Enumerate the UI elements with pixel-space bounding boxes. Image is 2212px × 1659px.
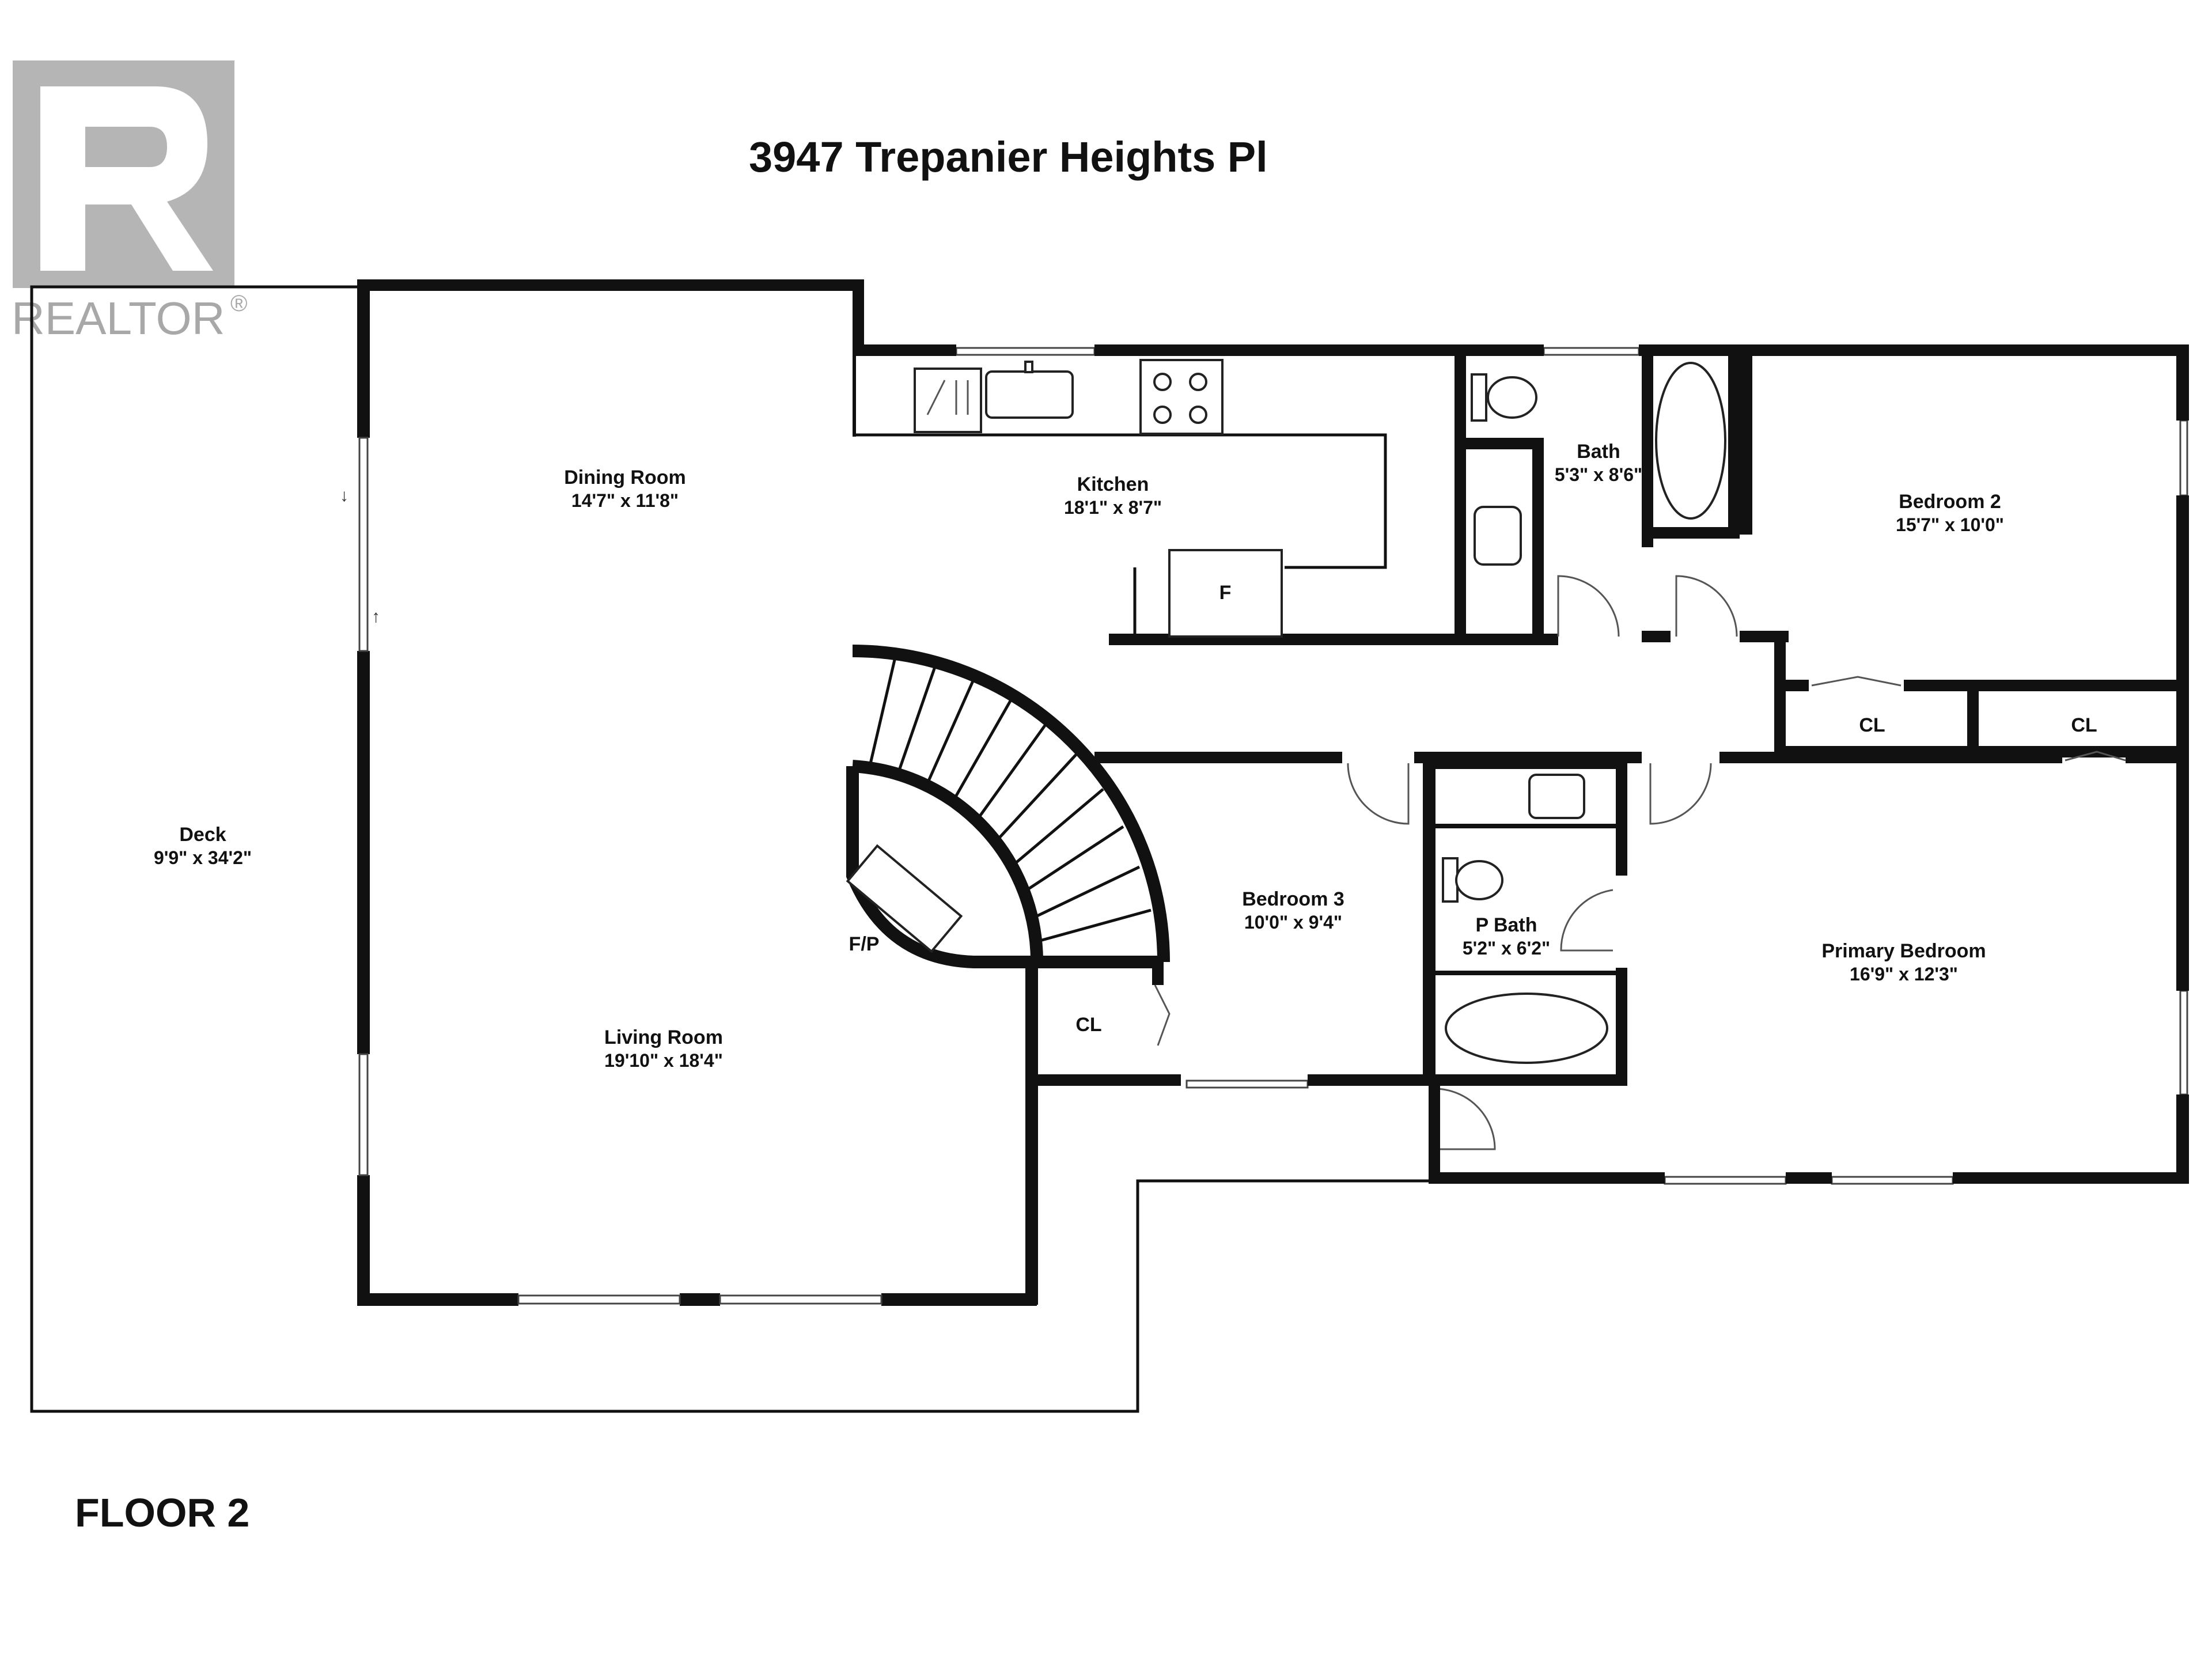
room-primary-name: Primary Bedroom [1821,940,1986,962]
sink-icon [1528,774,1585,819]
room-bedroom3-name: Bedroom 3 [1242,888,1344,910]
fridge-label: F [1219,582,1232,604]
room-bedroom2-name: Bedroom 2 [1899,491,2001,513]
door-swing-icon [1675,575,1738,637]
hall-walls [1094,752,2189,763]
door-swing-icon [1560,889,1613,952]
toilet-icon [1442,857,1503,903]
room-kitchen-dims: 18'1" x 8'7" [1064,497,1162,518]
bath-walls [1455,351,1740,642]
room-bedroom3-dims: 10'0" x 9'4" [1244,912,1342,933]
room-bedroom2-dims: 15'7" x 10'0" [1896,514,2004,535]
realtor-logo-icon: REALTOR ® [12,60,247,344]
room-pbath-name: P Bath [1475,914,1537,936]
stove-icon [1139,359,1224,435]
bedroom2-walls [1740,344,2189,760]
living-dining-walls [357,279,1038,1306]
room-bath-name: Bath [1577,441,1620,463]
fridge-icon [1168,549,1283,638]
bifold-door-icon [1154,984,1171,1046]
dishwasher-icon [914,368,982,433]
door-swing-icon [1649,763,1712,825]
room-pbath-dims: 5'2" x 6'2" [1463,938,1550,959]
room-bath-dims: 5'3" x 8'6" [1555,464,1642,485]
room-living-dims: 19'10" x 18'4" [604,1050,723,1071]
realtor-brand-text: REALTOR [12,293,225,344]
bedroom3-walls [1308,757,1627,1086]
room-dining-name: Dining Room [564,467,686,488]
door-swing-icon [1347,763,1410,825]
closet-hall-label: CL [1075,1014,1101,1036]
sink-icon [1474,506,1522,566]
toilet-icon [1471,373,1537,422]
floor-label: FLOOR 2 [75,1490,249,1535]
registered-mark: ® [230,291,247,316]
room-kitchen-name: Kitchen [1077,474,1149,495]
primary-bedroom-walls [1429,757,2189,1184]
door-swing-icon [1433,1088,1496,1150]
room-deck-dims: 9'9" x 34'2" [154,847,252,868]
door-swing-icon [1557,575,1620,637]
room-living-name: Living Room [604,1027,723,1048]
fireplace-label: F/P [849,933,880,955]
fireplace-icon [846,844,963,953]
sink-icon [985,361,1074,419]
sliding-door-arrow-up: ↑ [372,607,380,626]
bifold-door-icon [1811,676,1902,687]
bathtub-icon [1445,993,1608,1064]
bathtub-icon [1655,362,1726,520]
closet-bed2-label: CL [1859,714,1885,736]
hall-closet-walls [1025,962,1181,1086]
sliding-door-arrow-down: ↓ [340,486,349,505]
kitchen-walls [853,344,2183,645]
closet-primary-label: CL [2071,714,2097,736]
bifold-door-icon [2065,751,2126,762]
room-dining-dims: 14'7" x 11'8" [571,490,679,511]
deck-outline [30,285,1437,1413]
room-primary-dims: 16'9" x 12'3" [1850,964,1958,984]
property-address: 3947 Trepanier Heights Pl [749,133,1268,181]
room-deck-name: Deck [179,824,226,846]
